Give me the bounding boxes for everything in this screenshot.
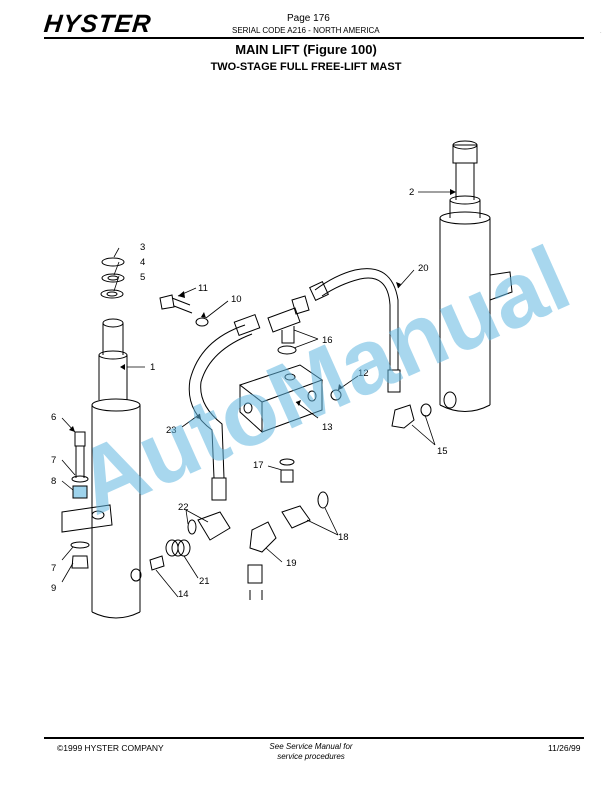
- cylinder-part-1: [61, 318, 142, 619]
- callout-13: 13: [322, 422, 333, 433]
- footer-note: See Service Manual for service procedure…: [236, 742, 386, 762]
- elbow-part-15: [391, 404, 415, 429]
- washer-part-5: [100, 289, 124, 299]
- nut-part-9: [71, 555, 89, 569]
- callout-21: 21: [199, 576, 210, 587]
- callout-22: 22: [178, 502, 189, 513]
- callout-6: 6: [51, 412, 56, 423]
- hose-part-20: [314, 268, 399, 370]
- o-ring-part-16: [277, 345, 297, 355]
- callout-11: 11: [198, 283, 208, 294]
- callout-7a: 7: [51, 455, 56, 466]
- callout-10: 10: [231, 294, 242, 305]
- valve-block-part-13: [238, 364, 324, 434]
- fitting-part-22: [197, 511, 231, 541]
- bolt-part-11: [159, 294, 193, 314]
- callout-14: 14: [178, 589, 189, 600]
- plug-part-17: [280, 469, 294, 483]
- callout-9: 9: [51, 583, 56, 594]
- callout-12: 12: [358, 368, 369, 379]
- footer-copyright: ©1999 HYSTER COMPANY: [57, 743, 164, 753]
- callout-15: 15: [437, 446, 448, 457]
- callout-4: 4: [140, 257, 145, 268]
- callout-2: 2: [409, 187, 414, 198]
- callout-16: 16: [322, 335, 333, 346]
- footer-note-line-2: service procedures: [277, 752, 345, 761]
- footer-date: 11/26/99: [548, 743, 581, 753]
- callout-5: 5: [140, 272, 145, 283]
- page-subtitle: TWO-STAGE FULL FREE-LIFT MAST: [210, 61, 402, 73]
- pin-part-14: [149, 555, 165, 571]
- callout-1: 1: [150, 362, 155, 373]
- spacer-part-8: [72, 485, 88, 499]
- washer-part-10: [195, 317, 209, 327]
- hose-part-23: [188, 324, 246, 479]
- spring-part-21: [165, 539, 191, 557]
- elbow-part-19: [249, 521, 277, 553]
- callout-3: 3: [140, 242, 145, 253]
- o-ring-part-17: [279, 458, 295, 466]
- adapter-part-18: [281, 505, 311, 529]
- callout-8: 8: [51, 476, 56, 487]
- plug-part-12: [330, 389, 342, 401]
- tee-fitting-part-16: [267, 307, 301, 344]
- callout-19: 19: [286, 558, 297, 569]
- callout-23: 23: [166, 425, 177, 436]
- washer-part-4: [101, 273, 125, 283]
- page-title: MAIN LIFT (Figure 100): [235, 42, 377, 57]
- callout-17: 17: [253, 460, 264, 471]
- cylinder-part-2: [439, 140, 513, 412]
- washer-part-3: [101, 257, 125, 267]
- footer-divider: [44, 737, 584, 739]
- washer-part-7: [71, 475, 89, 483]
- callout-20: 20: [418, 263, 429, 274]
- header-divider: [44, 37, 584, 39]
- callout-7b: 7: [51, 563, 56, 574]
- washer-part-7b: [70, 541, 90, 549]
- page-number: Page 176: [287, 13, 330, 24]
- serial-code: SERIAL CODE A216 - NORTH AMERICA: [232, 26, 380, 35]
- corner-mark: ·: [600, 30, 602, 36]
- callout-18: 18: [338, 532, 349, 543]
- footer-note-line-1: See Service Manual for: [269, 742, 353, 751]
- bolt-part-6: [74, 431, 86, 478]
